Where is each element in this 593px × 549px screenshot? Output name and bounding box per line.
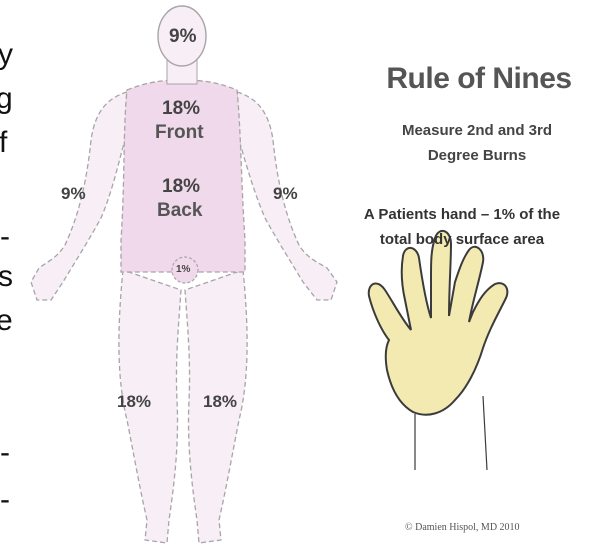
- front-label: Front: [155, 122, 204, 144]
- left-arm-label: 9%: [273, 184, 298, 204]
- front-percent-label: 18%: [162, 98, 200, 120]
- text-fragment: e: [0, 306, 13, 336]
- text-fragment: f: [0, 128, 7, 158]
- hand-note: A Patients hand – 1% of the total body s…: [327, 202, 593, 252]
- back-label: Back: [157, 200, 202, 222]
- left-leg-label: 18%: [203, 392, 237, 412]
- text-fragment: -: [0, 485, 10, 515]
- cropped-page-text: y g f - s e - -: [0, 0, 16, 549]
- back-percent-label: 18%: [162, 176, 200, 198]
- hand-note-line: total body surface area: [327, 227, 593, 252]
- copyright-text: © Damien Hispol, MD 2010: [405, 522, 520, 533]
- text-fragment: y: [0, 40, 13, 70]
- right-arm-label: 9%: [61, 184, 86, 204]
- text-fragment: s: [0, 262, 13, 292]
- text-fragment: -: [0, 438, 10, 468]
- genital-label: 1%: [176, 264, 190, 275]
- wrist-line: [483, 396, 487, 470]
- diagram-subtitle: Measure 2nd and 3rd Degree Burns: [367, 118, 587, 168]
- text-fragment: g: [0, 84, 13, 114]
- text-fragment: -: [0, 222, 10, 252]
- subtitle-line: Measure 2nd and 3rd: [367, 118, 587, 143]
- rule-of-nines-figure: 9% 18% Front 18% Back 9% 9% 1% 18% 18% R…: [17, 0, 593, 549]
- hand-note-line: A Patients hand – 1% of the: [327, 202, 593, 227]
- palm-hand-shape: [369, 231, 508, 415]
- subtitle-line: Degree Burns: [367, 143, 587, 168]
- right-leg-label: 18%: [117, 392, 151, 412]
- diagram-title: Rule of Nines: [369, 62, 589, 96]
- head-label: 9%: [169, 26, 196, 48]
